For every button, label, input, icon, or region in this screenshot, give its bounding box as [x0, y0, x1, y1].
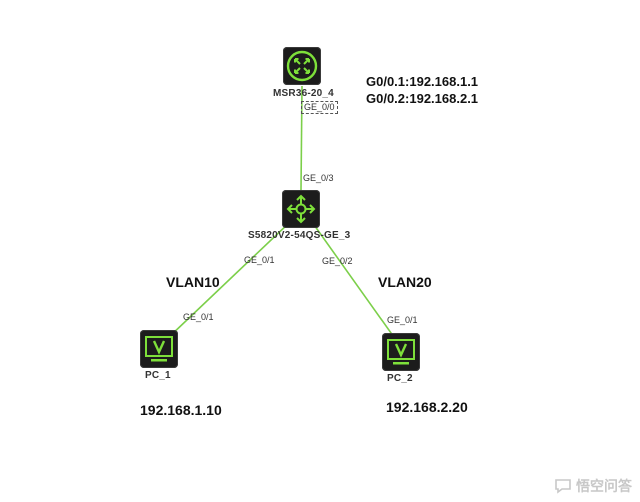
- router-icon: [286, 50, 318, 82]
- pc1-device[interactable]: [140, 330, 178, 368]
- watermark: 悟空问答: [554, 476, 632, 496]
- vlan10-label: VLAN10: [166, 274, 220, 290]
- pc2-name: PC_2: [387, 373, 413, 384]
- router-subinterface-2: G0/0.2:192.168.2.1: [366, 91, 479, 106]
- vlan20-label: VLAN20: [378, 274, 432, 290]
- switch-name: S5820V2-54QS-GE_3: [248, 230, 351, 241]
- pc-icon: [387, 339, 415, 365]
- switch-port-right-label: GE_0/2: [322, 256, 353, 266]
- pc1-ip: 192.168.1.10: [140, 402, 222, 418]
- pc1-name: PC_1: [145, 370, 171, 381]
- link-switch-pc1: [167, 221, 291, 339]
- pc2-ip: 192.168.2.20: [386, 399, 468, 415]
- router-device[interactable]: [283, 47, 321, 85]
- switch-device[interactable]: [282, 190, 320, 228]
- switch-port-left-label: GE_0/1: [244, 255, 275, 265]
- router-port-label: GE_0/0: [301, 101, 338, 114]
- chat-bubble-icon: [555, 479, 571, 494]
- router-name: MSR36-20_4: [273, 88, 334, 99]
- router-subinterface-1: G0/0.1:192.168.1.1: [366, 74, 479, 89]
- pc2-device[interactable]: [382, 333, 420, 371]
- switch-icon: [286, 194, 316, 224]
- switch-port-up-label: GE_0/3: [303, 173, 334, 183]
- pc-icon: [145, 336, 173, 362]
- pc1-port-label: GE_0/1: [183, 312, 214, 322]
- link-switch-pc2: [311, 221, 397, 341]
- pc2-port-label: GE_0/1: [387, 315, 418, 325]
- watermark-text: 悟空问答: [576, 478, 632, 494]
